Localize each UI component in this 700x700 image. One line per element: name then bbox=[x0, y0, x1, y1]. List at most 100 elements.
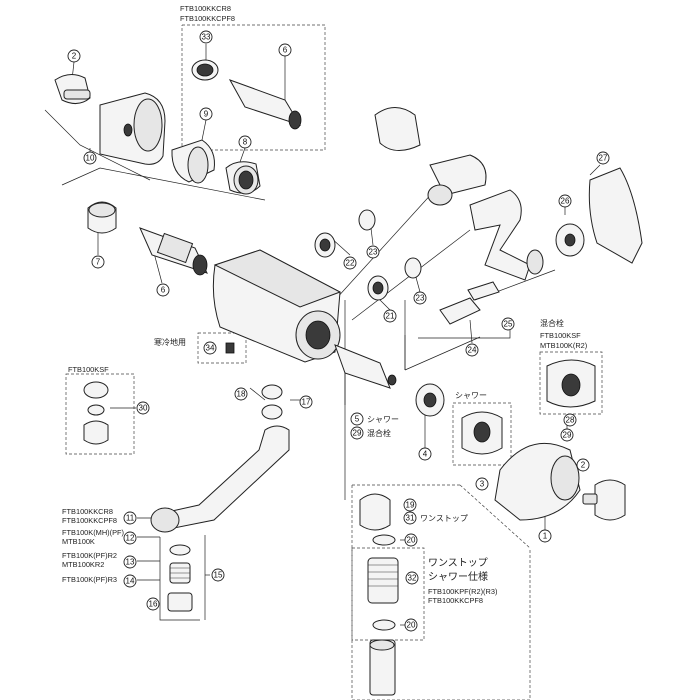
part-spout-25 bbox=[469, 189, 544, 281]
callout-9: 9 bbox=[199, 107, 213, 121]
part-cover-27 bbox=[588, 167, 643, 264]
callout-8: 8 bbox=[238, 135, 252, 149]
label-left-13-b: MTB100KR2 bbox=[62, 560, 104, 569]
group-box-cold bbox=[197, 332, 247, 364]
leader-lines bbox=[44, 44, 601, 626]
part-handle-10 bbox=[99, 92, 166, 165]
callout-20-lower: 20 bbox=[404, 618, 418, 632]
part-check-15 bbox=[169, 562, 191, 584]
callout-29-left: 29 bbox=[350, 426, 364, 440]
part-handle-cap-2-left bbox=[54, 74, 91, 104]
svg-text:29: 29 bbox=[353, 429, 362, 438]
label-left-12-a: FTB100K(MH)(PF) bbox=[62, 528, 124, 537]
callout-23-left: 23 bbox=[366, 245, 380, 259]
svg-text:5: 5 bbox=[355, 415, 360, 424]
callout-7: 7 bbox=[91, 255, 105, 269]
svg-text:10: 10 bbox=[86, 154, 95, 163]
callout-11: 11 bbox=[123, 511, 137, 525]
part-oring-23-left bbox=[358, 209, 376, 231]
callout-12: 12 bbox=[123, 531, 137, 545]
part-oring-23-right bbox=[404, 257, 422, 279]
part-oring-13 bbox=[169, 544, 191, 556]
svg-text:19: 19 bbox=[406, 501, 415, 510]
part-washer-26 bbox=[555, 223, 585, 257]
callout-21: 21 bbox=[383, 309, 397, 323]
callout-24: 24 bbox=[465, 343, 479, 357]
label-left-14: FTB100K(PF)R3 bbox=[62, 575, 117, 584]
label-shower-3: シャワー bbox=[455, 391, 487, 400]
callout-27: 27 bbox=[596, 151, 610, 165]
part-nut-8 bbox=[225, 161, 261, 195]
svg-text:2: 2 bbox=[72, 52, 77, 61]
part-elbow-upper bbox=[374, 107, 487, 206]
callout-25: 25 bbox=[501, 317, 515, 331]
part-shower-handle-3 bbox=[461, 411, 503, 455]
svg-text:30: 30 bbox=[139, 404, 148, 413]
callout-17: 17 bbox=[299, 395, 313, 409]
callout-6-lower: 6 bbox=[156, 283, 170, 297]
svg-text:7: 7 bbox=[96, 258, 101, 267]
svg-text:6: 6 bbox=[283, 46, 288, 55]
label-ftb100ksf: FTB100KSF bbox=[68, 365, 109, 374]
svg-text:9: 9 bbox=[204, 110, 209, 119]
svg-text:16: 16 bbox=[149, 600, 158, 609]
callout-33: 33 bbox=[199, 30, 213, 44]
group-box-bottom bbox=[351, 485, 531, 700]
callout-4: 4 bbox=[418, 447, 432, 461]
svg-text:34: 34 bbox=[206, 344, 215, 353]
label-model-top-1: FTB100KKCR8 bbox=[180, 4, 231, 13]
label-left-12-b: MTB100K bbox=[62, 537, 95, 546]
callout-26: 26 bbox=[558, 194, 572, 208]
part-cap-7 bbox=[87, 201, 117, 234]
svg-text:2: 2 bbox=[581, 461, 586, 470]
callout-13: 13 bbox=[123, 555, 137, 569]
callout-15: 15 bbox=[211, 568, 225, 582]
part-drain-34 bbox=[225, 342, 235, 354]
part-mix-handle-28 bbox=[546, 359, 596, 408]
part-cartridge-6-lower bbox=[139, 227, 208, 276]
label-left-11-b: FTB100KKCPF8 bbox=[62, 516, 117, 525]
svg-text:15: 15 bbox=[214, 571, 223, 580]
label-shower-5: シャワー bbox=[367, 415, 399, 424]
svg-text:14: 14 bbox=[126, 577, 135, 586]
part-switch-cartridge-5 bbox=[334, 344, 397, 389]
label-onestop: ワンストップ bbox=[420, 514, 468, 523]
callout-16: 16 bbox=[146, 597, 160, 611]
callout-32: 32 bbox=[405, 571, 419, 585]
part-ring-9 bbox=[171, 139, 215, 184]
svg-text:1: 1 bbox=[543, 532, 548, 541]
part-oring-20-upper bbox=[372, 534, 396, 546]
label-onestop-model-1: FTB100KPF(R2)(R3) bbox=[428, 587, 497, 596]
svg-text:23: 23 bbox=[369, 248, 378, 257]
callout-22: 22 bbox=[343, 256, 357, 270]
callout-10: 10 bbox=[83, 151, 97, 165]
part-fitting-21 bbox=[367, 275, 389, 301]
part-nut-16 bbox=[167, 592, 193, 612]
part-cartridge-6-top bbox=[228, 79, 302, 130]
callout-34: 34 bbox=[203, 341, 217, 355]
callout-31: 31 bbox=[403, 511, 417, 525]
part-valve-24 bbox=[439, 281, 500, 325]
svg-text:33: 33 bbox=[202, 33, 211, 42]
svg-text:11: 11 bbox=[126, 514, 135, 523]
callout-14: 14 bbox=[123, 574, 137, 588]
callout-23-right: 23 bbox=[413, 291, 427, 305]
svg-text:26: 26 bbox=[561, 197, 570, 206]
group-box-top bbox=[181, 24, 326, 151]
part-oring-18 bbox=[261, 384, 283, 400]
part-knob-4 bbox=[415, 383, 445, 417]
svg-text:18: 18 bbox=[237, 390, 246, 399]
part-onestop-32 bbox=[367, 557, 399, 604]
part-elbow-19 bbox=[359, 493, 391, 531]
svg-text:21: 21 bbox=[386, 312, 395, 321]
svg-text:13: 13 bbox=[126, 558, 135, 567]
part-oring-20-lower bbox=[372, 619, 396, 631]
part-ring-33 bbox=[191, 59, 219, 81]
svg-text:6: 6 bbox=[161, 286, 166, 295]
callout-30: 30 bbox=[136, 401, 150, 415]
svg-text:29: 29 bbox=[563, 431, 572, 440]
label-cold-area: 寒冷地用 bbox=[154, 337, 186, 347]
label-mix-right-2: MTB100K(R2) bbox=[540, 341, 587, 350]
callout-3: 3 bbox=[475, 477, 489, 491]
